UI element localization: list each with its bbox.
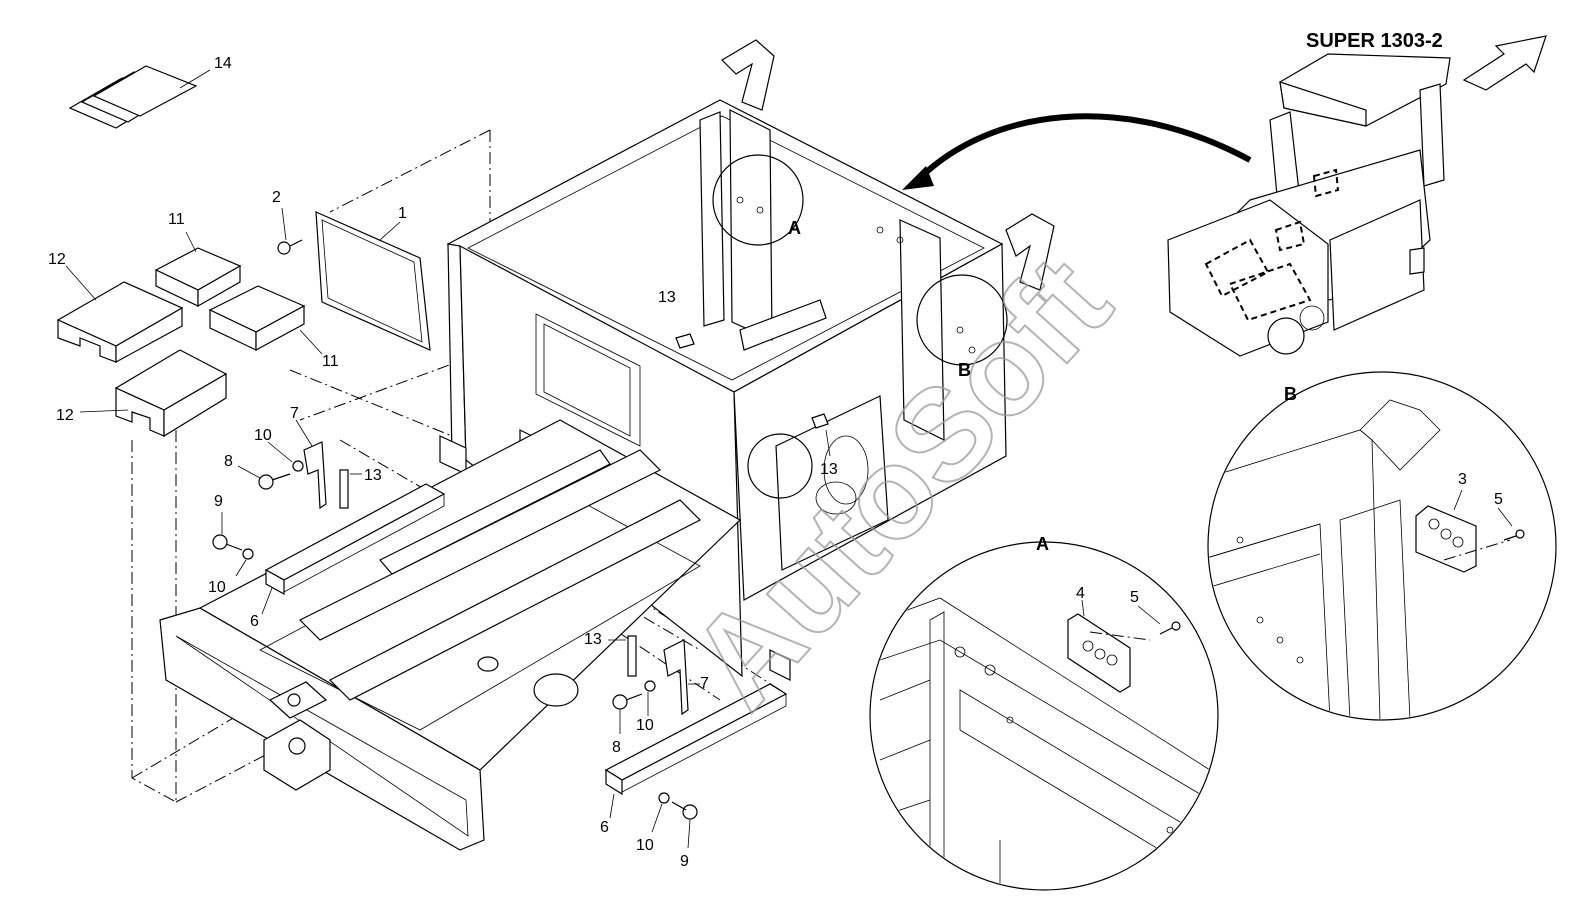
- pad-12-lower: [79, 349, 228, 438]
- cover-plate: [315, 211, 431, 351]
- washer-10-lower-2: [651, 792, 670, 833]
- lower-chassis: [159, 419, 742, 851]
- pad-11-upper: [154, 231, 242, 308]
- detail-view-b: [1207, 371, 1557, 721]
- detail-circle-a-marker: [712, 154, 804, 246]
- part-label-14: 14: [214, 55, 232, 72]
- bolt-8-upper: [237, 465, 291, 490]
- detail-a-title: A: [1036, 534, 1049, 554]
- part-label-10-upper-2: 10: [208, 579, 226, 596]
- part-label-11-upper: 11: [168, 211, 185, 228]
- bolt-9-lower: [671, 801, 698, 849]
- part-label-2: 2: [272, 189, 281, 206]
- part-label-5-b: 5: [1494, 491, 1503, 508]
- detail-view-a: [869, 541, 1219, 891]
- bracket-7-lower: [663, 639, 700, 716]
- part-label-1: 1: [398, 205, 407, 222]
- guard-6-lower: [604, 683, 788, 819]
- pin-13-center: [675, 333, 695, 349]
- pad-12-upper: [56, 265, 184, 364]
- washer-10-lower: [644, 680, 656, 716]
- detail-b-marker-label: B: [958, 360, 971, 380]
- detail-circle-extra: [747, 433, 813, 499]
- direction-arrow-icon: [1462, 35, 1547, 91]
- pin-13-lower: [608, 635, 637, 677]
- screw-2: [277, 207, 303, 255]
- detail-b-title: B: [1284, 384, 1297, 404]
- part-label-6-lower: 6: [600, 819, 609, 836]
- washer-10-upper: [267, 441, 304, 472]
- guard-6-upper: [261, 483, 446, 615]
- bolt-9-upper: [212, 512, 243, 551]
- pin-13-right: [811, 413, 831, 457]
- part-label-13-right: 13: [820, 461, 838, 478]
- part-label-4: 4: [1076, 585, 1085, 602]
- part-label-12-upper: 12: [48, 251, 66, 268]
- part-label-12-lower: 12: [56, 407, 74, 424]
- part-label-3: 3: [1458, 471, 1467, 488]
- detail-circle-b-marker: [916, 274, 1008, 366]
- part-label-5-a: 5: [1130, 589, 1139, 606]
- pin-13-upper: [339, 469, 362, 509]
- part-label-9-upper: 9: [214, 493, 223, 510]
- part-label-7-lower: 7: [700, 675, 709, 692]
- detail-a-marker-label: A: [788, 218, 801, 238]
- part-label-10-lower-2: 10: [636, 837, 654, 854]
- part-label-8-lower: 8: [612, 739, 621, 756]
- washer-10-upper-2: [235, 548, 254, 577]
- part-label-6-upper: 6: [250, 613, 259, 630]
- manual-documents: [68, 65, 211, 129]
- pad-11-lower: [208, 285, 323, 355]
- part-label-13-center: 13: [658, 289, 676, 306]
- part-label-10-upper: 10: [254, 427, 272, 444]
- paver-overview: [1167, 53, 1451, 357]
- part-label-9-lower: 9: [680, 853, 689, 870]
- bracket-7-upper: [295, 419, 327, 510]
- bolt-8-lower: [612, 693, 643, 734]
- part-label-13-left: 13: [364, 467, 382, 484]
- pointer-arrow: [902, 113, 1252, 190]
- part-label-10-lower: 10: [636, 717, 654, 734]
- part-label-13-lower: 13: [584, 631, 602, 648]
- part-label-7-upper: 7: [290, 405, 299, 422]
- part-label-8-upper: 8: [224, 453, 233, 470]
- model-label: SUPER 1303-2: [1306, 30, 1443, 52]
- part-label-11-lower: 11: [322, 353, 339, 370]
